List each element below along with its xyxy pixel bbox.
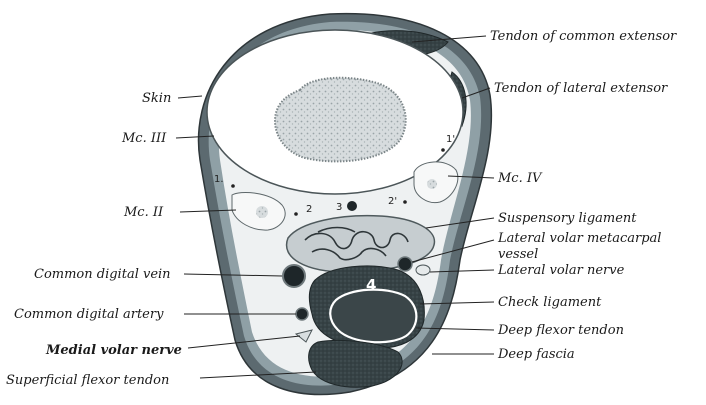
- label-tendon-lateral-extensor: Tendon of lateral extensor: [494, 81, 668, 96]
- label-common-digital-vein: Common digital vein: [34, 267, 171, 282]
- common-digital-vein: [283, 265, 305, 287]
- label-lateral-volar-nerve: Lateral volar nerve: [497, 263, 625, 278]
- number-2: 2: [306, 204, 312, 215]
- label-check-ligament: Check ligament: [498, 295, 602, 310]
- label-superficial-flexor-tendon: Superficial flexor tendon: [6, 373, 169, 388]
- number-4: 4: [366, 276, 376, 294]
- label-deep-fascia: Deep fascia: [497, 347, 575, 362]
- label-lateral-volar-vessel-line1: Lateral volar metacarpal: [497, 231, 661, 246]
- label-lateral-volar-vessel-line2: vessel: [498, 247, 538, 262]
- dot-1: [231, 184, 235, 188]
- label-mc-ii: Mc. II: [123, 205, 164, 220]
- lateral-volar-metacarpal-vessel: [398, 257, 412, 271]
- mc-ii-marrow: [256, 206, 268, 218]
- dot-2p: [403, 200, 407, 204]
- dot-2: [294, 212, 298, 216]
- check-ligament: [330, 290, 416, 343]
- label-medial-volar-nerve: Medial volar nerve: [45, 343, 182, 358]
- label-tendon-common-extensor: Tendon of common extensor: [490, 29, 677, 44]
- label-deep-flexor-tendon: Deep flexor tendon: [497, 323, 624, 338]
- superficial-flexor-tendon: [309, 340, 402, 387]
- number-3: 3: [336, 202, 342, 213]
- vessel-3: [347, 201, 357, 211]
- lateral-volar-nerve: [416, 265, 430, 275]
- label-suspensory-ligament: Suspensory ligament: [498, 211, 637, 226]
- label-skin: Skin: [142, 91, 171, 106]
- number-1p: 1': [446, 134, 455, 145]
- common-digital-artery: [296, 308, 308, 320]
- number-1: 1.: [214, 174, 224, 185]
- label-mc-iii: Mc. III: [121, 131, 167, 146]
- label-mc-iv: Mc. IV: [497, 171, 543, 186]
- label-common-digital-artery: Common digital artery: [14, 307, 164, 322]
- dot-1p: [441, 148, 445, 152]
- leader-skin: [178, 96, 202, 98]
- mc-iv-marrow: [427, 179, 437, 189]
- number-2p: 2': [388, 196, 397, 207]
